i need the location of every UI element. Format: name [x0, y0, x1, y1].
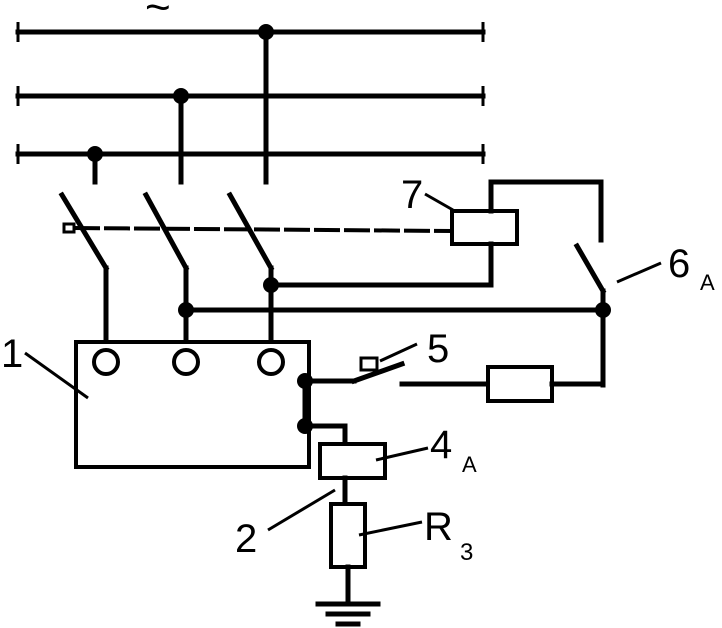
relay-label: 4 [430, 423, 452, 467]
resistor-label: R [424, 505, 453, 549]
supply-symbol-label: ~ [145, 0, 171, 32]
coil-label: 7 [401, 173, 423, 217]
bus-drops [87, 24, 274, 185]
device-1: 1 [1, 332, 311, 469]
relay-subscript: A [462, 452, 477, 477]
ground-path: 2 R 3 [235, 475, 473, 627]
resistor-subscript: 3 [460, 539, 473, 566]
relay-4a: 4 A [297, 378, 477, 480]
main-breaker [58, 191, 453, 348]
trip-coil-7: 7 [263, 173, 604, 293]
switch-6a: 6 A [178, 242, 715, 388]
device-label: 1 [1, 332, 23, 376]
bus-lines [15, 22, 486, 164]
lead-label: 2 [235, 517, 257, 561]
contact-label: 5 [427, 327, 449, 371]
series-resistor [486, 365, 554, 403]
mechanical-linkage [73, 226, 453, 233]
switch-label: 6 [668, 242, 690, 286]
ground-symbol [315, 601, 381, 627]
contact-5: 5 [297, 327, 606, 403]
switch-subscript: A [700, 270, 715, 295]
